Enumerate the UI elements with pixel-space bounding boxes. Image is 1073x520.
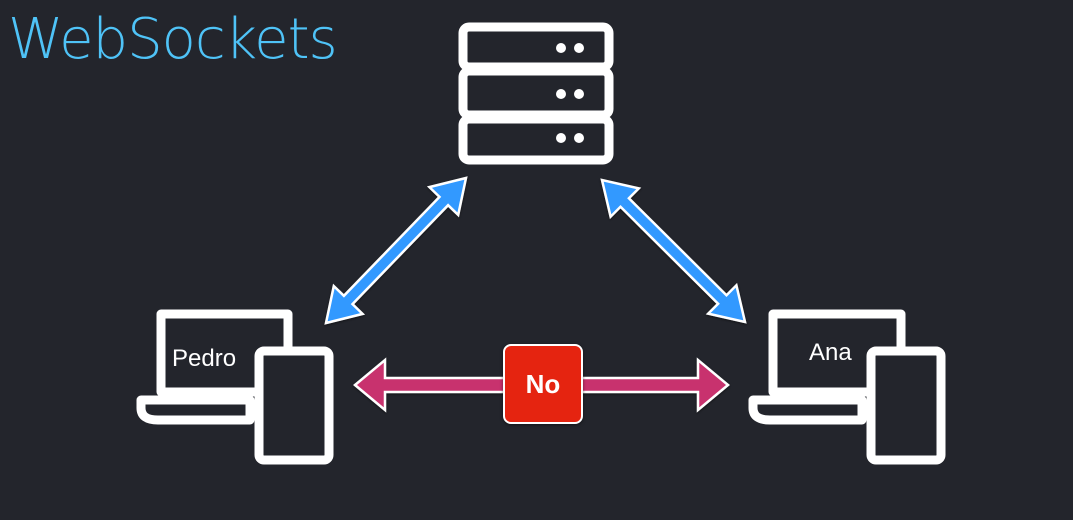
blocked-badge: No [503,344,583,424]
slide-title: WebSockets [8,7,338,72]
right-laptop-phone-icon [748,309,946,465]
left-laptop-phone-icon [136,309,334,465]
right-client-label: Ana [809,339,852,366]
server-left-arrow [324,176,468,325]
server-icon [458,22,614,165]
server-right-arrow [600,178,747,324]
left-client-label: Pedro [172,345,237,372]
